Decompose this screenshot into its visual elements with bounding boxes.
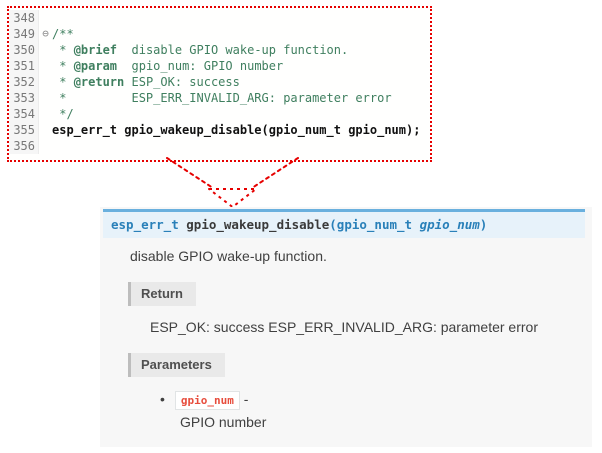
line-number: 351 <box>9 58 39 74</box>
code-line: 355 esp_err_t gpio_wakeup_disable(gpio_n… <box>9 122 430 138</box>
code-text[interactable]: */ <box>52 106 430 122</box>
return-label: Return <box>128 282 196 306</box>
code-line: 352 * @return ESP_OK: success <box>9 74 430 90</box>
line-number: 349 <box>9 26 39 42</box>
fold-column <box>39 122 52 138</box>
comment-text: /** <box>52 27 74 41</box>
return-type: esp_err_t <box>111 217 187 232</box>
comment-text: * <box>52 75 74 89</box>
doxygen-tag: @brief <box>73 43 118 57</box>
code-text[interactable] <box>52 10 430 26</box>
code-line: 353 * ESP_ERR_INVALID_ARG: parameter err… <box>9 90 430 106</box>
code-line: 348 <box>9 10 430 26</box>
fold-column <box>39 74 52 90</box>
paren-close: ) <box>479 217 488 232</box>
comment-text: */ <box>52 107 74 121</box>
fold-column <box>39 58 52 74</box>
doxygen-tag: @return <box>73 75 125 89</box>
parameter-item: • gpio_num - GPIO number <box>160 391 592 430</box>
code-text[interactable]: * @brief disable GPIO wake-up function. <box>52 42 430 58</box>
line-number: 356 <box>9 138 39 154</box>
code-line: 356 <box>9 138 430 154</box>
comment-text: gpio_num: GPIO number <box>117 59 284 73</box>
code-text[interactable]: /** <box>52 26 430 42</box>
parameter-separator: - <box>239 391 253 407</box>
code-text[interactable]: * ESP_ERR_INVALID_ARG: parameter error <box>52 90 430 106</box>
parameter-description: GPIO number <box>180 414 267 430</box>
comment-text: disable GPIO wake-up function. <box>117 43 349 57</box>
code-text[interactable]: * @param gpio_num: GPIO number <box>52 58 430 74</box>
bullet-marker: • <box>160 391 165 407</box>
fold-toggle-icon[interactable]: ⊖ <box>42 27 49 40</box>
fold-column <box>39 10 52 26</box>
function-name: gpio_wakeup_disable <box>186 217 330 232</box>
line-number: 348 <box>9 10 39 26</box>
line-number: 352 <box>9 74 39 90</box>
comment-text: * <box>52 43 74 57</box>
line-number: 350 <box>9 42 39 58</box>
function-declaration: esp_err_t gpio_wakeup_disable(gpio_num_t… <box>52 123 421 137</box>
return-section: Return <box>128 282 592 306</box>
comment-text: * <box>52 59 74 73</box>
function-signature: esp_err_t gpio_wakeup_disable(gpio_num_t… <box>103 209 585 238</box>
fold-column <box>39 106 52 122</box>
line-number: 354 <box>9 106 39 122</box>
fold-column <box>39 138 52 154</box>
code-line: 351 * @param gpio_num: GPIO number <box>9 58 430 74</box>
parameter-name-chip: gpio_num <box>174 391 240 410</box>
function-description: disable GPIO wake-up function. <box>130 248 327 264</box>
return-text: ESP_OK: success ESP_ERR_INVALID_ARG: par… <box>150 319 538 335</box>
parameters-section: Parameters <box>128 353 592 377</box>
doxygen-tag: @param <box>73 59 118 73</box>
code-line: 349 ⊖ /** <box>9 26 430 42</box>
code-text[interactable]: esp_err_t gpio_wakeup_disable(gpio_num_t… <box>52 122 430 138</box>
code-text[interactable]: * @return ESP_OK: success <box>52 74 430 90</box>
code-editor-snippet: 348 349 ⊖ /** 350 * @brief disable GPIO … <box>7 6 432 162</box>
down-arrow-icon <box>166 157 299 208</box>
fold-column <box>39 42 52 58</box>
code-line: 350 * @brief disable GPIO wake-up functi… <box>9 42 430 58</box>
param-type: (gpio_num_t <box>329 217 420 232</box>
param-name: gpio_num <box>419 217 480 232</box>
code-line: 354 */ <box>9 106 430 122</box>
line-number: 355 <box>9 122 39 138</box>
comment-text: * ESP_ERR_INVALID_ARG: parameter error <box>52 91 392 105</box>
fold-column <box>39 90 52 106</box>
comment-text: ESP_OK: success <box>124 75 240 89</box>
doc-panel: esp_err_t gpio_wakeup_disable(gpio_num_t… <box>100 207 592 447</box>
code-text[interactable] <box>52 138 430 154</box>
line-number: 353 <box>9 90 39 106</box>
parameters-label: Parameters <box>128 353 225 377</box>
